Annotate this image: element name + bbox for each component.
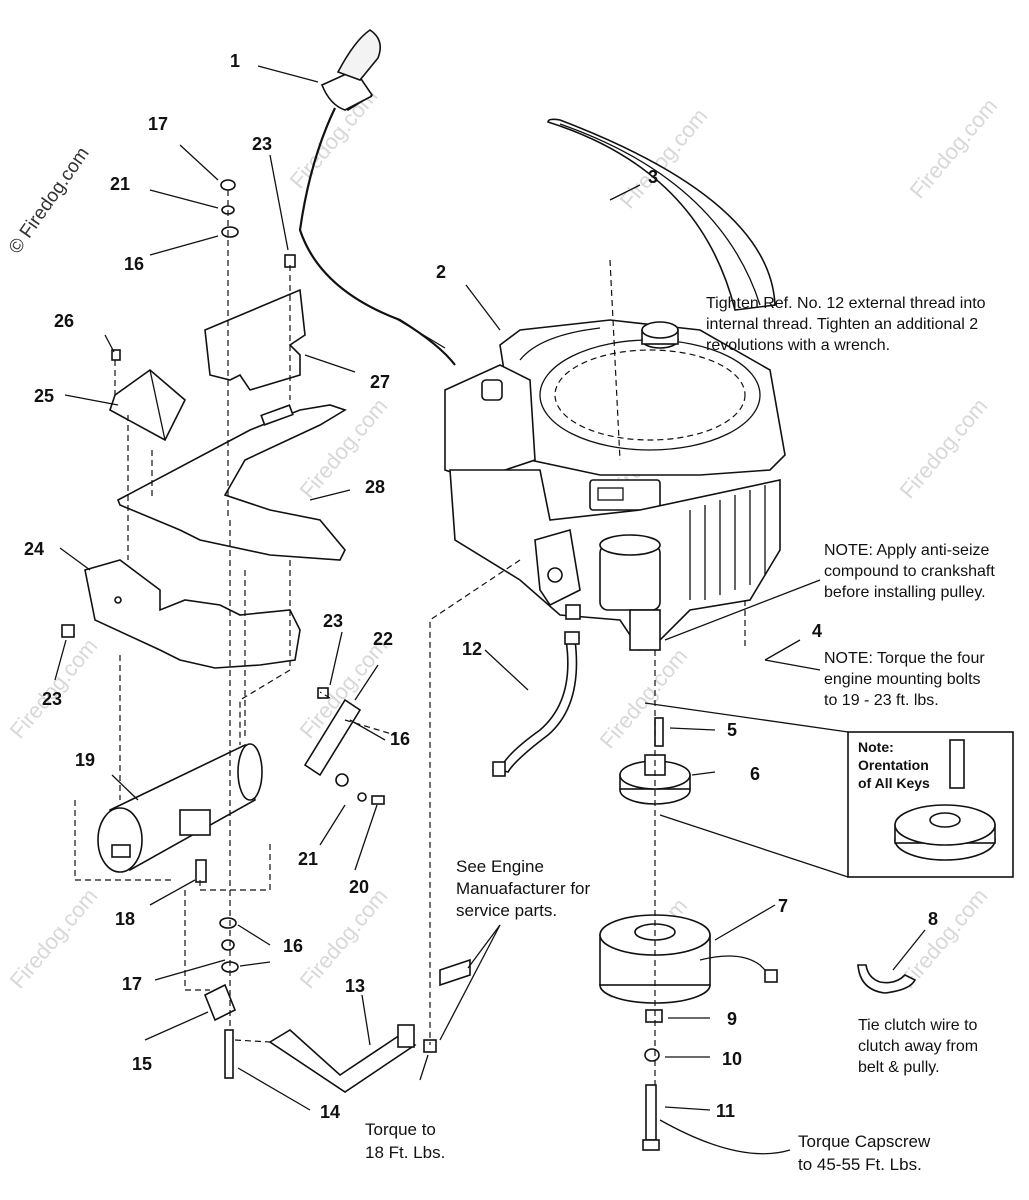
callout-21: 21 [110, 174, 130, 194]
watermark-vertical: © Firedog.com [5, 144, 94, 258]
keys-box-line2: Orentation [858, 757, 929, 773]
engine-mfr-line2: Manuafacturer for [456, 879, 591, 898]
exhaust-parts [203, 917, 471, 1093]
part-3-shroud [547, 118, 776, 311]
keys-box-line3: of All Keys [858, 775, 930, 791]
note-keys-box: Note: Orentation of All Keys [858, 739, 930, 791]
part-12-drain-hose [492, 631, 580, 777]
callout-28: 28 [365, 477, 385, 497]
callout-4: 4 [812, 621, 822, 641]
part-19-muffler [97, 743, 263, 883]
note-engine-manufacturer: See Engine Manuafacturer for service par… [456, 857, 591, 920]
callout-7: 7 [778, 896, 788, 916]
part-7-clutch [599, 914, 778, 1004]
callout-numbers: 1 2 3 17 21 16 23 26 25 27 28 24 23 23 2… [24, 51, 938, 1122]
note-torque-capscrew: Torque Capscrew to 45-55 Ft. Lbs. [798, 1132, 931, 1174]
leader-lines [54, 65, 926, 1155]
callout-11: 11 [716, 1101, 735, 1121]
watermark: Firedog.com [895, 393, 993, 503]
note-torque-bolts-line3: to 19 - 23 ft. lbs. [824, 692, 939, 709]
note-tighten: Tighten Ref. No. 12 external thread into… [706, 295, 986, 354]
part-27-heat-shield [204, 288, 306, 391]
part-24-lower-shield [84, 559, 301, 669]
callout-3: 3 [648, 167, 658, 187]
tie-clutch-line2: clutch away from [858, 1038, 978, 1055]
note-antiseize-line2: compound to crankshaft [824, 563, 995, 580]
torque18-line2: 18 Ft. Lbs. [365, 1143, 445, 1162]
note-antiseize-line1: NOTE: Apply anti-seize [824, 542, 990, 559]
note-tighten-line3: revolutions with a wrench. [706, 337, 890, 354]
note-torque-bolts: NOTE: Torque the four engine mounting bo… [824, 650, 985, 709]
tie-clutch-line3: belt & pully. [858, 1059, 940, 1076]
callout-1: 1 [230, 51, 240, 71]
callout-13: 13 [345, 976, 365, 996]
keys-box-line1: Note: [858, 739, 894, 755]
callout-25: 25 [34, 386, 54, 406]
capscrew-line1: Torque Capscrew [798, 1132, 931, 1151]
callout-21-mid: 21 [298, 849, 318, 869]
part-28-plate [116, 404, 347, 561]
engine-mfr-line3: service parts. [456, 901, 557, 920]
note-tighten-line2: internal thread. Tighten an additional 2 [706, 316, 978, 333]
callout-14: 14 [320, 1102, 340, 1122]
callout-22: 22 [373, 629, 393, 649]
callout-20: 20 [349, 877, 369, 897]
callout-5: 5 [727, 720, 737, 740]
callout-12: 12 [462, 639, 482, 659]
callout-16: 16 [124, 254, 144, 274]
callout-19: 19 [75, 750, 95, 770]
callout-17: 17 [148, 114, 168, 134]
callout-15: 15 [132, 1054, 152, 1074]
tie-clutch-line1: Tie clutch wire to [858, 1017, 978, 1034]
note-tighten-line1: Tighten Ref. No. 12 external thread into [706, 295, 986, 312]
callout-6: 6 [750, 764, 760, 784]
callout-16-low: 16 [283, 936, 303, 956]
engine-mfr-line1: See Engine [456, 857, 544, 876]
callout-18: 18 [115, 909, 135, 929]
part-22-bracket [303, 687, 385, 805]
callout-17-low: 17 [122, 974, 142, 994]
callout-27: 27 [370, 372, 390, 392]
part-25-bracket [109, 368, 186, 442]
callout-16-mid: 16 [390, 729, 410, 749]
upper-fasteners [61, 179, 296, 638]
note-antiseize-line3: before installing pulley. [824, 584, 986, 601]
note-antiseize: NOTE: Apply anti-seize compound to crank… [824, 542, 995, 601]
part-1-throttle-control [298, 29, 456, 366]
torque18-line1: Torque to [365, 1120, 436, 1139]
capscrew-line2: to 45-55 Ft. Lbs. [798, 1155, 922, 1174]
watermark: Firedog.com [5, 883, 103, 993]
note-torque-bolts-line2: engine mounting bolts [824, 671, 981, 688]
note-torque-18: Torque to 18 Ft. Lbs. [365, 1120, 445, 1162]
callout-8: 8 [928, 909, 938, 929]
callout-10: 10 [722, 1049, 742, 1069]
keys-orientation-box [847, 731, 1014, 878]
note-torque-bolts-line1: NOTE: Torque the four [824, 650, 985, 667]
watermark: Firedog.com [905, 93, 1003, 203]
clutch-fasteners [642, 1009, 663, 1151]
callout-23-mid: 23 [323, 611, 343, 631]
callout-24: 24 [24, 539, 44, 559]
note-tie-clutch: Tie clutch wire to clutch away from belt… [858, 1017, 978, 1076]
callout-9: 9 [727, 1009, 737, 1029]
callout-23-left: 23 [42, 689, 62, 709]
watermark: Firedog.com [295, 883, 393, 993]
part-8-tie [857, 964, 917, 994]
assembly-dashed-lines [74, 190, 746, 1085]
part-2-engine [444, 319, 786, 652]
watermark: Firedog.com [595, 643, 693, 753]
callout-23: 23 [252, 134, 272, 154]
callout-2: 2 [436, 262, 446, 282]
callout-26: 26 [54, 311, 74, 331]
